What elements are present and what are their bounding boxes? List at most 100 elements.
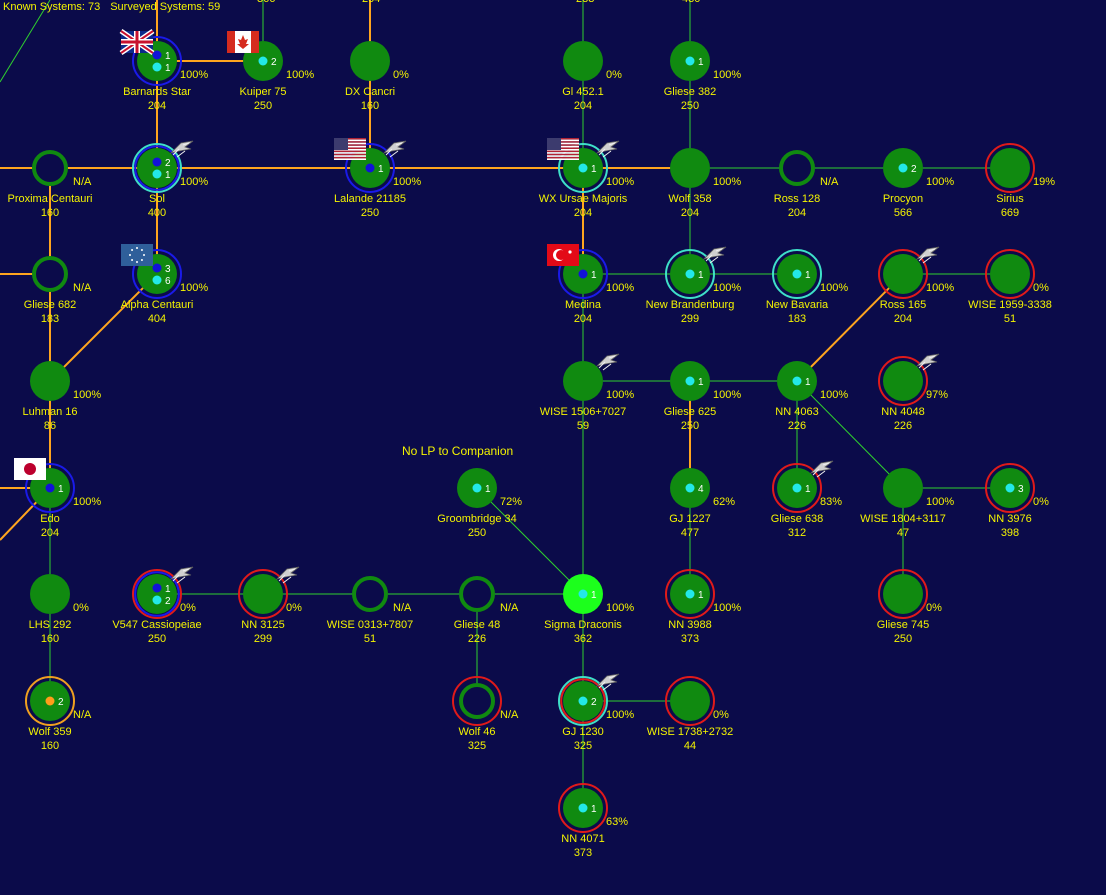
fleet-icon[interactable] bbox=[702, 246, 727, 264]
fleet-icon[interactable] bbox=[169, 140, 194, 158]
system-body[interactable] bbox=[30, 361, 70, 401]
system-body[interactable] bbox=[350, 41, 390, 81]
system-body[interactable] bbox=[990, 148, 1030, 188]
ring-red bbox=[238, 569, 288, 619]
ring-red bbox=[560, 678, 606, 724]
system-body[interactable] bbox=[459, 683, 495, 719]
fleet-icon[interactable] bbox=[275, 566, 300, 584]
system-body[interactable] bbox=[779, 150, 815, 186]
system-body[interactable] bbox=[883, 361, 923, 401]
system-body[interactable] bbox=[352, 576, 388, 612]
system-value: 204 bbox=[788, 207, 806, 219]
survey-percent: 100% bbox=[606, 176, 634, 188]
survey-percent: 0% bbox=[926, 602, 942, 614]
fleet-icon[interactable] bbox=[595, 353, 620, 371]
system-body[interactable] bbox=[32, 150, 68, 186]
survey-percent: 100% bbox=[73, 496, 101, 508]
system-name: Gliese 682 bbox=[24, 299, 77, 311]
system-body[interactable] bbox=[137, 574, 177, 614]
system-body[interactable] bbox=[883, 468, 923, 508]
system-body[interactable] bbox=[563, 41, 603, 81]
system-body[interactable] bbox=[243, 574, 283, 614]
jump-link bbox=[796, 380, 904, 489]
fleet-icon[interactable] bbox=[595, 140, 620, 158]
system-body[interactable] bbox=[883, 254, 923, 294]
fleet-icon[interactable] bbox=[809, 460, 834, 478]
system-value: 477 bbox=[681, 527, 699, 539]
survey-percent: 0% bbox=[286, 602, 302, 614]
system-value: 204 bbox=[148, 100, 166, 112]
fleet-icon[interactable] bbox=[915, 246, 940, 264]
fleet-icon[interactable] bbox=[169, 566, 194, 584]
system-body[interactable] bbox=[137, 148, 177, 188]
survey-percent: 100% bbox=[820, 389, 848, 401]
system-body[interactable] bbox=[32, 256, 68, 292]
ring-red bbox=[772, 463, 822, 513]
system-value: 226 bbox=[894, 420, 912, 432]
population-count: 1 bbox=[805, 484, 811, 495]
population-marker bbox=[578, 696, 588, 706]
system-value: 362 bbox=[574, 633, 592, 645]
system-body[interactable] bbox=[990, 254, 1030, 294]
system-body[interactable] bbox=[563, 361, 603, 401]
population-count: 1 bbox=[58, 484, 64, 495]
system-body[interactable] bbox=[30, 574, 70, 614]
system-body[interactable] bbox=[459, 576, 495, 612]
fleet-icon[interactable] bbox=[382, 140, 407, 158]
fleet-icon[interactable] bbox=[595, 673, 620, 691]
system-name: Medina bbox=[565, 299, 602, 311]
system-body[interactable] bbox=[670, 681, 710, 721]
survey-percent: 100% bbox=[606, 602, 634, 614]
fleet-icon[interactable] bbox=[915, 353, 940, 371]
system-body[interactable] bbox=[883, 574, 923, 614]
system-body[interactable] bbox=[670, 148, 710, 188]
partial-label-top-1: 366 bbox=[257, 0, 275, 5]
